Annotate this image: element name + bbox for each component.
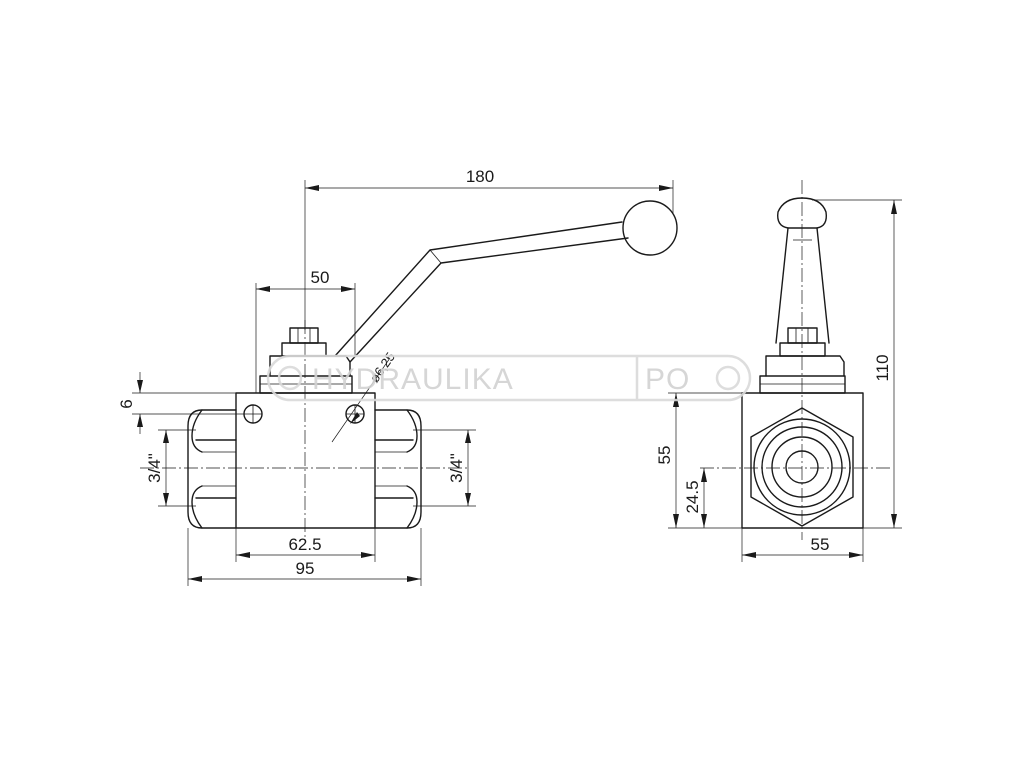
watermark-ring-icon: [715, 365, 741, 391]
front-view: [140, 200, 678, 540]
watermark-brand-right: PO: [645, 363, 690, 396]
dim-label-24-5: 24.5: [683, 480, 702, 513]
left-fitting: [187, 409, 237, 529]
dim-label-180: 180: [466, 167, 494, 186]
watermark-drop-icon: [277, 365, 303, 391]
watermark-brand-left: HYDRAULIKA: [312, 363, 514, 396]
valve-handle: [334, 200, 678, 363]
dim-label-side-55-vertical: 55: [655, 446, 674, 465]
dim-label-110: 110: [873, 354, 892, 381]
dim-label-95: 95: [296, 559, 315, 578]
side-view: [700, 180, 890, 540]
valve-body: [235, 392, 376, 529]
dim-label-side-55-horizontal: 55: [811, 535, 830, 554]
dim-label-50: 50: [311, 268, 330, 287]
dim-label-port-right: 3/4": [447, 453, 466, 483]
side-port-hex: [750, 407, 854, 527]
dim-label-6: 6: [117, 399, 136, 408]
dim-label-62-5: 62.5: [288, 535, 321, 554]
right-fitting: [374, 409, 422, 529]
side-body: [741, 392, 864, 529]
side-handle: [775, 197, 830, 344]
watermark: HYDRAULIKA PO: [266, 354, 752, 402]
dim-label-port-left: 3/4": [145, 453, 164, 483]
dimension-lines: [132, 180, 902, 586]
